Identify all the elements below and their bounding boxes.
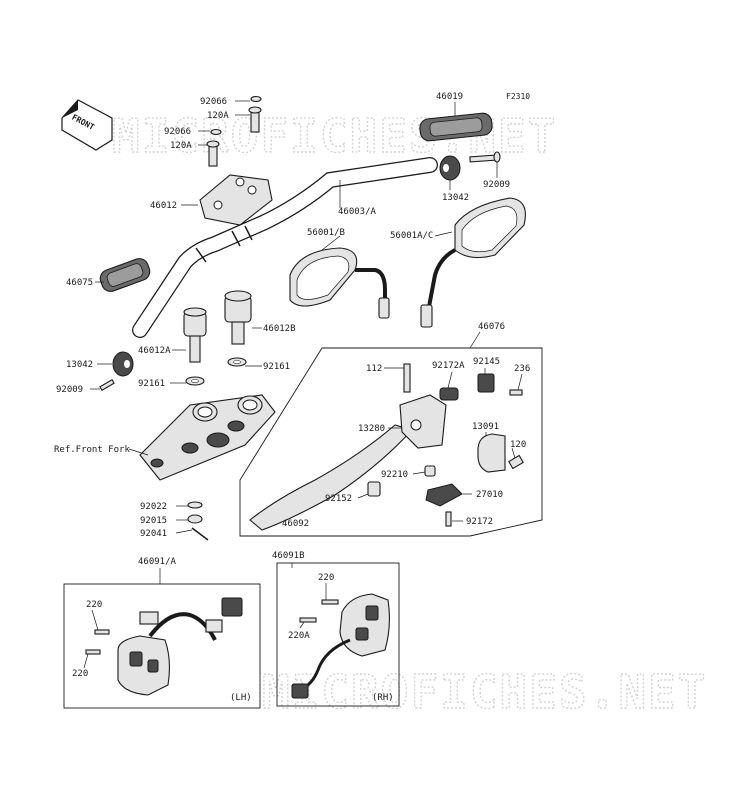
label-220a-rh: 220A [288,631,310,641]
riser-46012a [183,307,207,363]
label-46076: 46076 [478,322,505,332]
label-120: 120 [510,440,526,450]
label-46091a: 46091/A [138,557,177,567]
label-46003a: 46003/A [338,207,377,217]
bolt-120a-left [206,128,222,167]
label-92015: 92015 [140,516,167,526]
left-mirror-56001b [289,247,390,319]
label-13042b: 13042 [66,360,93,370]
front-arrow-icon: FRONT [61,99,113,151]
label-112: 112 [366,364,382,374]
pin-92041 [191,527,209,541]
label-46075: 46075 [66,278,93,288]
label-92172a: 92172A [432,361,465,371]
watermark-bottom: MICROFICHES.NET [262,665,707,719]
label-92066a: 92066 [200,97,227,107]
switch-27010 [425,483,463,507]
left-grip-46075 [99,258,151,292]
upper-clamp-46012 [199,174,273,226]
nut-92015 [187,514,203,524]
label-92210: 92210 [381,470,408,480]
triple-clamp [139,394,276,481]
right-grip-46019 [419,102,493,142]
leader-lines [83,100,523,669]
washer-92161-left [185,376,205,386]
bolt-120 [508,454,524,470]
label-92145: 92145 [473,357,500,367]
screw-236 [509,389,523,396]
nut-92210 [424,465,436,477]
label-13091: 13091 [472,422,499,432]
label-ref-front-fork: Ref.Front Fork [54,445,130,455]
label-46019: 46019 [436,92,463,102]
label-92152: 92152 [325,494,352,504]
washer-92022 [187,501,203,509]
label-46091b: 46091B [272,551,305,561]
switch-box-lh [63,583,261,709]
clip-92145 [477,373,495,393]
label-27010: 27010 [476,490,503,500]
screw-92009-left [99,379,115,391]
lever-holder-13280 [399,394,447,449]
label-92161a: 92161 [138,379,165,389]
handlebar-pipe-46003 [132,157,438,338]
right-mirror-56001ac [420,197,526,328]
adjuster-92172a [439,387,459,401]
figure-code: F2310 [506,92,530,101]
bolt-112 [403,363,411,393]
label-120a-b: 120A [170,141,192,151]
label-92041: 92041 [140,529,167,539]
label-46092: 46092 [282,519,309,529]
bar-end-13042-left [112,351,134,377]
left-handlebar-switch-46091a [85,597,243,696]
label-92066b: 92066 [164,127,191,137]
screw-92172 [445,511,452,527]
switch-box-rh [276,562,400,707]
riser-46012b [224,290,252,345]
label-92172: 92172 [466,517,493,527]
clamp-13091 [477,433,506,473]
label-92009b: 92009 [56,385,83,395]
label-13280: 13280 [358,424,385,434]
label-56001b: 56001/B [307,228,345,238]
bar-end-13042-right [439,155,461,181]
label-220c: 220 [318,573,334,583]
bolt-120a-top [248,95,262,133]
label-56001ac: 56001A/C [390,231,433,241]
label-13042a: 13042 [442,193,469,203]
label-120a-a: 120A [207,111,229,121]
washer-92161-right [227,357,247,367]
pivot-92152 [367,481,381,497]
label-220a: 220 [86,600,102,610]
lever-assembly-box [239,347,543,537]
screw-92009-right [469,151,501,163]
label-lh: (LH) [230,693,252,703]
label-46012b: 46012B [263,324,296,334]
label-92161b: 92161 [263,362,290,372]
right-handlebar-switch-46091b [291,593,391,699]
label-46012a: 46012A [138,346,171,356]
label-92009a: 92009 [483,180,510,190]
label-46012: 46012 [150,201,177,211]
label-92022: 92022 [140,502,167,512]
label-220b: 220 [72,669,88,679]
label-rh: (RH) [372,693,394,703]
label-236: 236 [514,364,530,374]
part-labels: 92066 120A 92066 120A 46012 46003/A 4601… [54,92,530,703]
